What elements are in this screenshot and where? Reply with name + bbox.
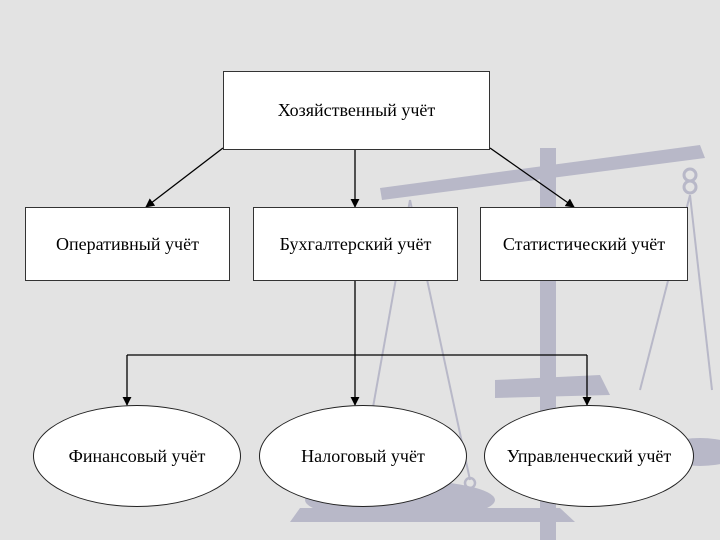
arrow-to-operational [146, 148, 223, 207]
node-accounting: Бухгалтерский учёт [253, 207, 458, 281]
node-financial-label: Финансовый учёт [69, 446, 206, 467]
node-tax: Налоговый учёт [259, 405, 467, 507]
node-operational: Оперативный учёт [25, 207, 230, 281]
node-management: Управленческий учёт [484, 405, 694, 507]
node-statistical-label: Статистический учёт [503, 234, 665, 255]
arrow-to-statistical [490, 148, 574, 207]
node-operational-label: Оперативный учёт [56, 234, 199, 255]
node-tax-label: Налоговый учёт [301, 446, 425, 467]
node-financial: Финансовый учёт [33, 405, 241, 507]
node-top-label: Хозяйственный учёт [278, 100, 436, 121]
node-management-label: Управленческий учёт [507, 446, 672, 467]
node-statistical: Статистический учёт [480, 207, 688, 281]
node-accounting-label: Бухгалтерский учёт [280, 234, 432, 255]
node-top: Хозяйственный учёт [223, 71, 490, 150]
